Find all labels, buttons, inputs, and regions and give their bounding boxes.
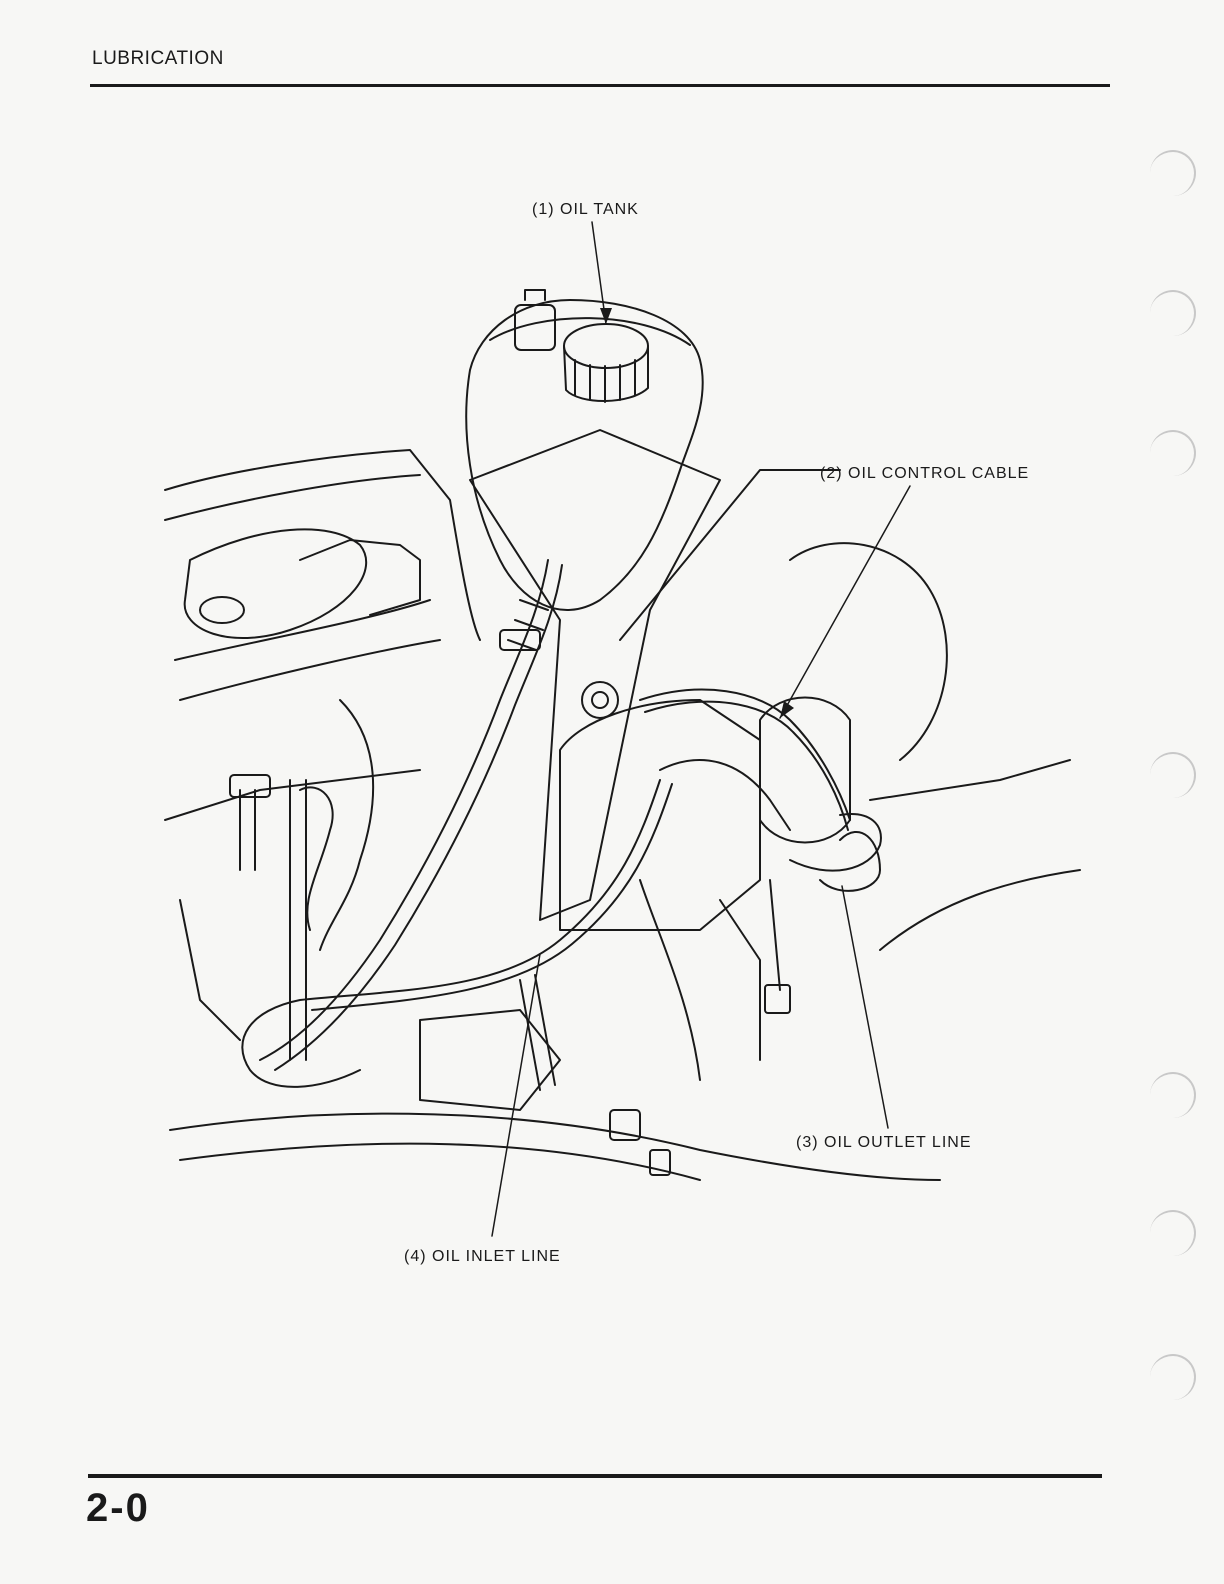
callout-oil-inlet-line: (4) OIL INLET LINE bbox=[404, 1248, 561, 1266]
engine-housing bbox=[760, 543, 1080, 950]
callout-oil-control-cable: (2) OIL CONTROL CABLE bbox=[820, 465, 1029, 483]
leader-oil-control-cable bbox=[780, 486, 910, 718]
oil-control-cable bbox=[640, 690, 850, 830]
callout-oil-outlet-line: (3) OIL OUTLET LINE bbox=[796, 1134, 971, 1152]
callout-oil-tank: (1) OIL TANK bbox=[532, 201, 639, 219]
body-panel bbox=[165, 450, 480, 820]
footer-rule bbox=[88, 1474, 1102, 1478]
leader-oil-outlet-line bbox=[842, 886, 888, 1128]
oil-outlet-hose bbox=[242, 780, 881, 1087]
oil-tank bbox=[466, 290, 702, 610]
page-number: 2-0 bbox=[86, 1486, 150, 1531]
arrowheads bbox=[600, 308, 794, 718]
